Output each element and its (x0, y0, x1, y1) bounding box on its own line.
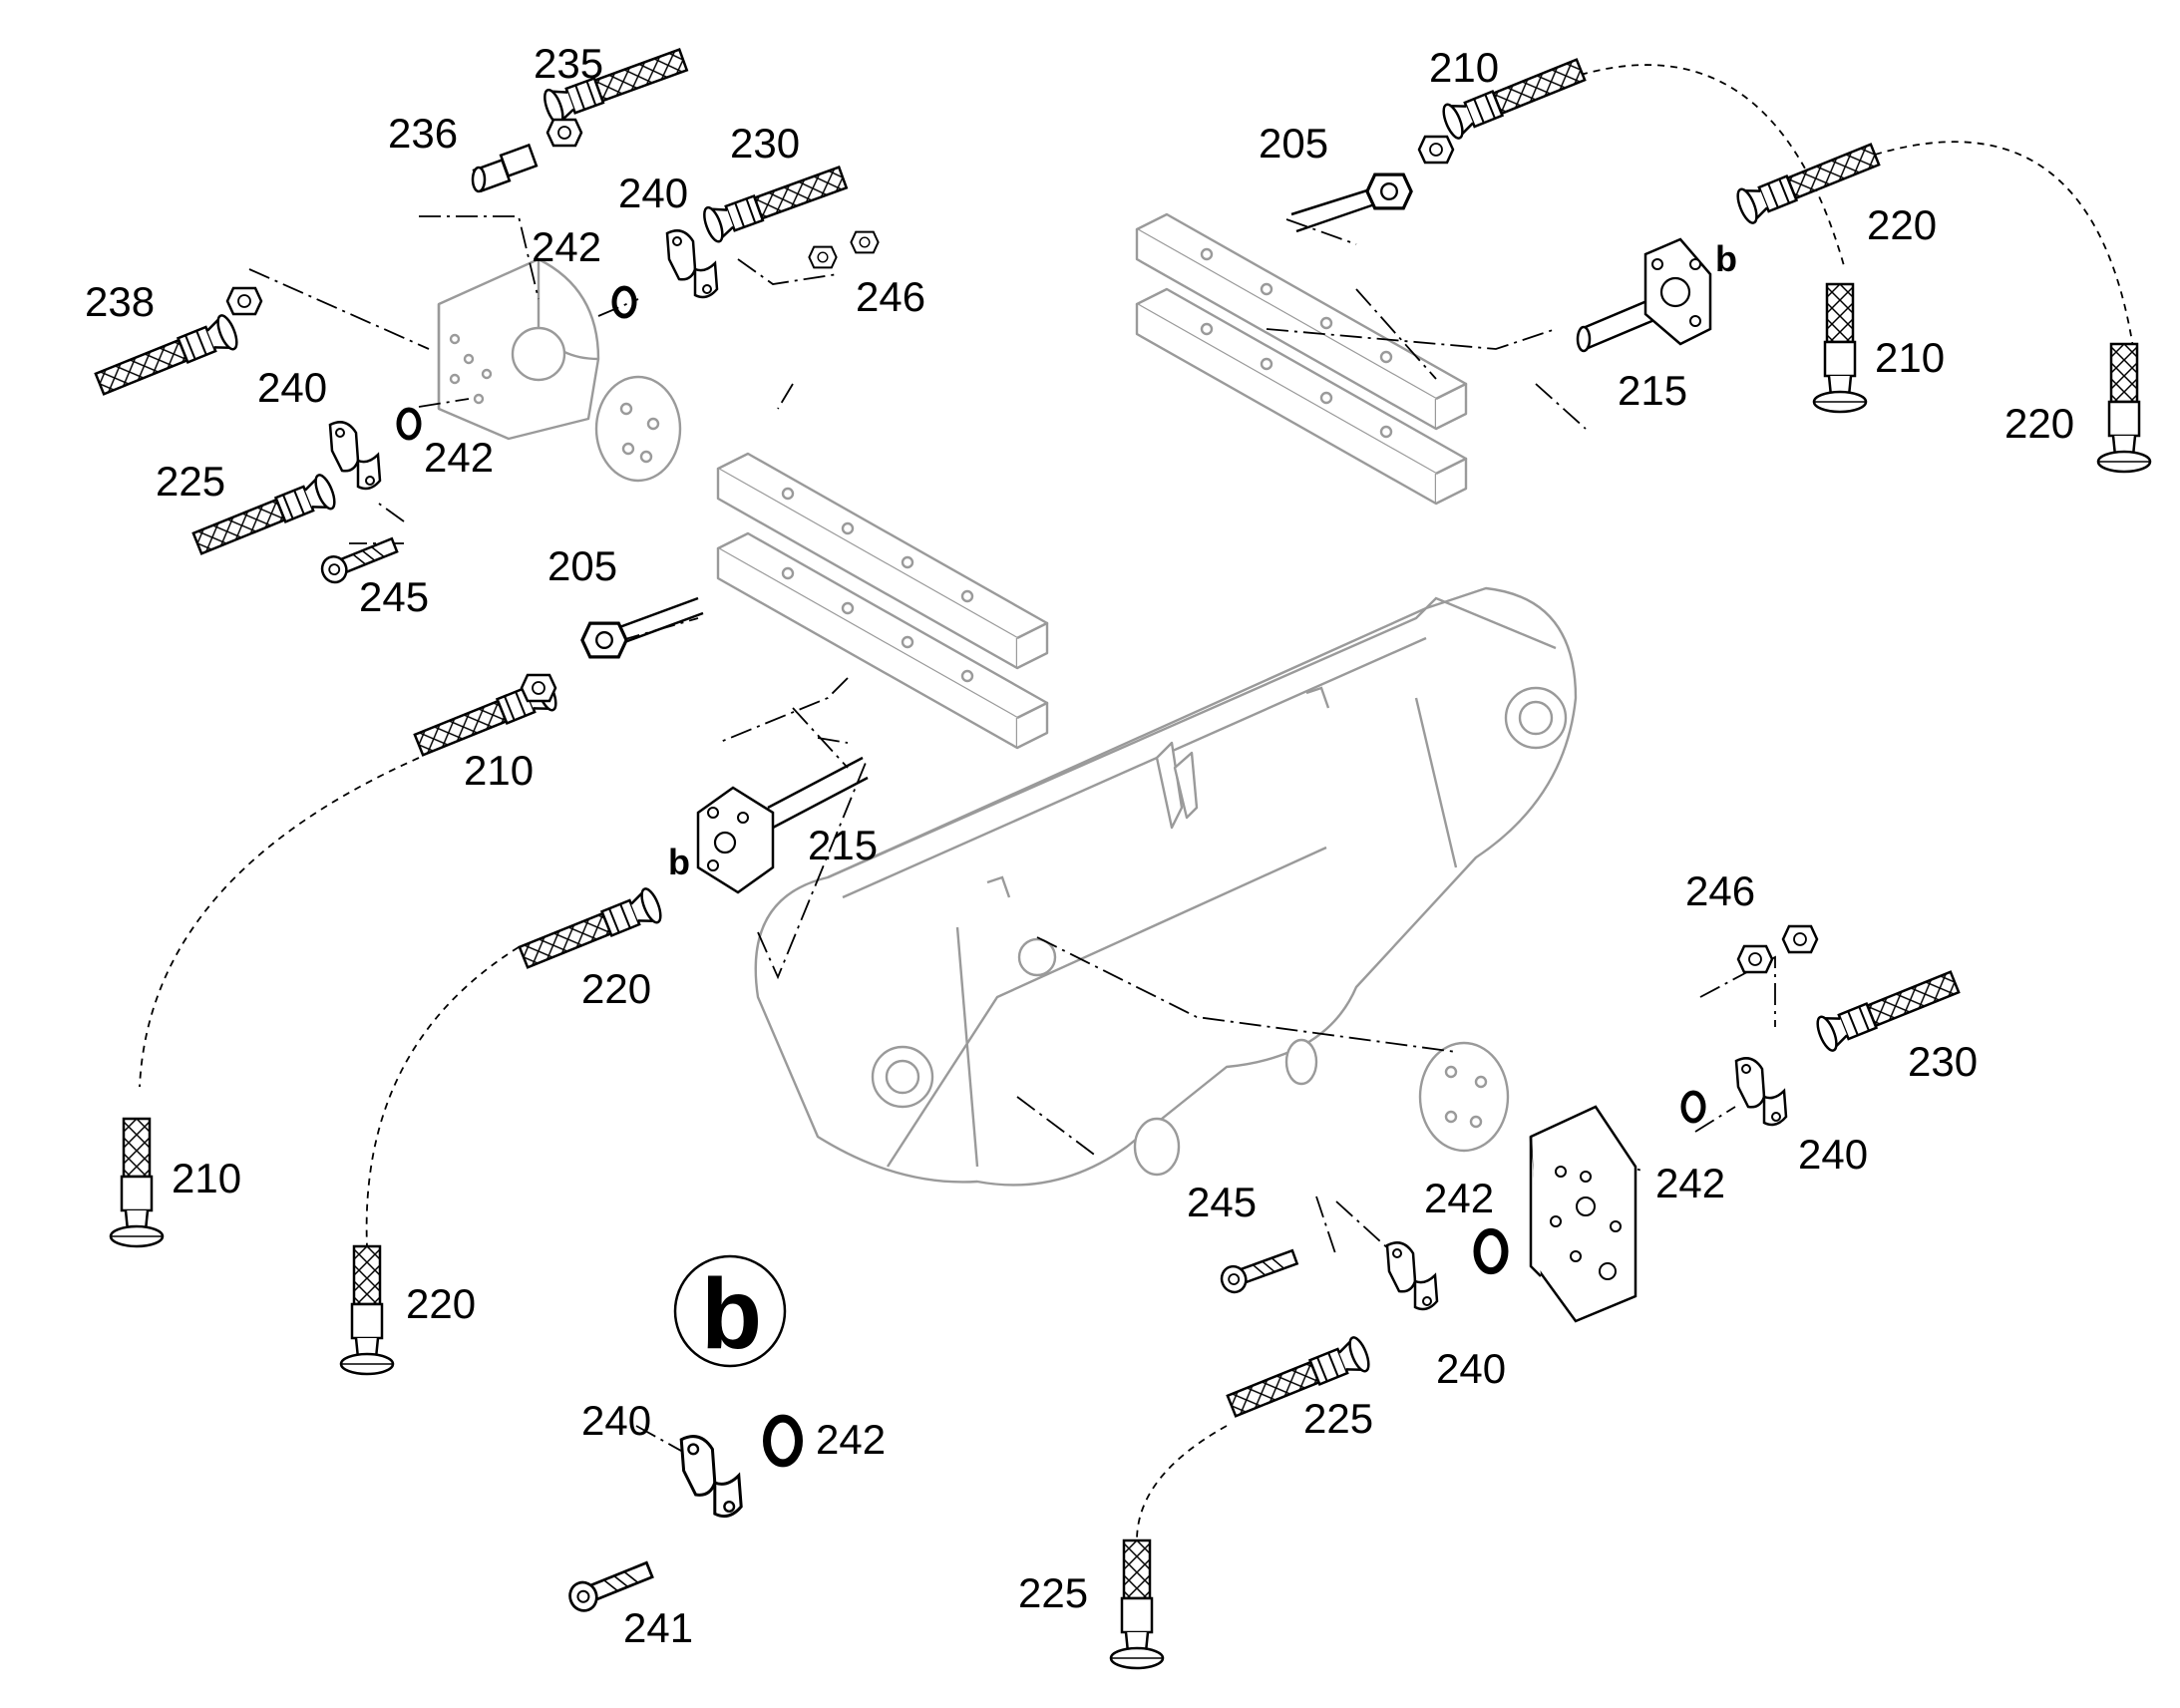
callout-220: 220 (2004, 400, 2074, 447)
callout-242: 242 (1655, 1160, 1725, 1206)
callout-225: 225 (156, 458, 225, 505)
callout-241: 241 (623, 1604, 693, 1651)
callout-240: 240 (581, 1397, 651, 1444)
callout-246: 246 (1685, 867, 1755, 914)
hose-220-top (1732, 137, 1883, 227)
detail-b-marker: b (701, 1258, 762, 1370)
callout-220: 220 (1867, 201, 1937, 248)
callout-242: 242 (1424, 1175, 1494, 1221)
bolt-245-right (1217, 1243, 1300, 1297)
callout-210: 210 (172, 1155, 241, 1201)
callout-205: 205 (547, 542, 617, 589)
callout-240: 240 (618, 170, 688, 216)
flange-half-240-top (665, 229, 719, 299)
callout-242: 242 (424, 434, 494, 481)
hose-230-top (699, 159, 851, 245)
clamp-bars-left (716, 452, 1049, 750)
callout-210: 210 (464, 747, 534, 794)
callout-210: 210 (1875, 334, 1945, 381)
nipple-236 (471, 143, 539, 193)
callout-238: 238 (85, 278, 155, 325)
callout-236: 236 (388, 110, 458, 157)
hose-end-225-bottom (1109, 1538, 1165, 1670)
dotted-hose-runs (139, 64, 2135, 1541)
callout-230: 230 (1908, 1038, 1978, 1085)
callout-242: 242 (532, 223, 601, 270)
section-mark-b-right: b (1715, 238, 1737, 279)
o-ring-242-top (614, 288, 634, 316)
flange-half-240-right (1734, 1057, 1788, 1127)
callout-210: 210 (1429, 44, 1499, 91)
flange-half-240-mid (1385, 1241, 1439, 1311)
section-mark-b-left: b (668, 842, 690, 882)
callout-240: 240 (1436, 1345, 1506, 1392)
callout-labels: 235 236 230 240 242 246 238 240 242 225 … (85, 40, 2074, 1651)
boom-arm (754, 586, 1578, 1187)
callout-215: 215 (1618, 367, 1687, 414)
callout-220: 220 (406, 1280, 476, 1327)
hose-end-220-right (2096, 342, 2152, 474)
callout-230: 230 (730, 120, 800, 167)
callout-225: 225 (1303, 1395, 1373, 1442)
callout-220: 220 (581, 965, 651, 1012)
callout-240: 240 (1798, 1131, 1868, 1178)
callout-215: 215 (808, 822, 878, 868)
hose-end-210-left (109, 1117, 165, 1248)
tube-205-left (580, 596, 704, 659)
callout-245: 245 (1187, 1179, 1257, 1225)
callout-235: 235 (534, 40, 603, 87)
o-ring-242-left (399, 410, 419, 438)
adapter-plate (1529, 1105, 1637, 1323)
clamp-bars-right (1135, 212, 1468, 506)
hose-220-left (516, 884, 666, 975)
flange-tube-215-right (1576, 237, 1712, 353)
callout-246: 246 (856, 273, 925, 320)
flange-half-240-left (328, 421, 382, 491)
hose-end-220-left (339, 1244, 395, 1376)
callout-245: 245 (359, 573, 429, 620)
o-ring-242-mid (1477, 1231, 1505, 1270)
nuts-246-top (808, 230, 880, 269)
o-ring-242-right (1683, 1093, 1703, 1121)
flange-tube-215-left (696, 756, 869, 894)
hose-end-210-right (1812, 282, 1868, 414)
nuts-246-bottom (1736, 924, 1819, 974)
callout-205: 205 (1259, 120, 1328, 167)
tube-205-right (1290, 172, 1413, 233)
cover-plates (437, 257, 1510, 1153)
detail-b-group (563, 1254, 799, 1616)
callout-242: 242 (816, 1416, 886, 1463)
callout-240: 240 (257, 364, 327, 411)
callout-225: 225 (1018, 1569, 1088, 1616)
